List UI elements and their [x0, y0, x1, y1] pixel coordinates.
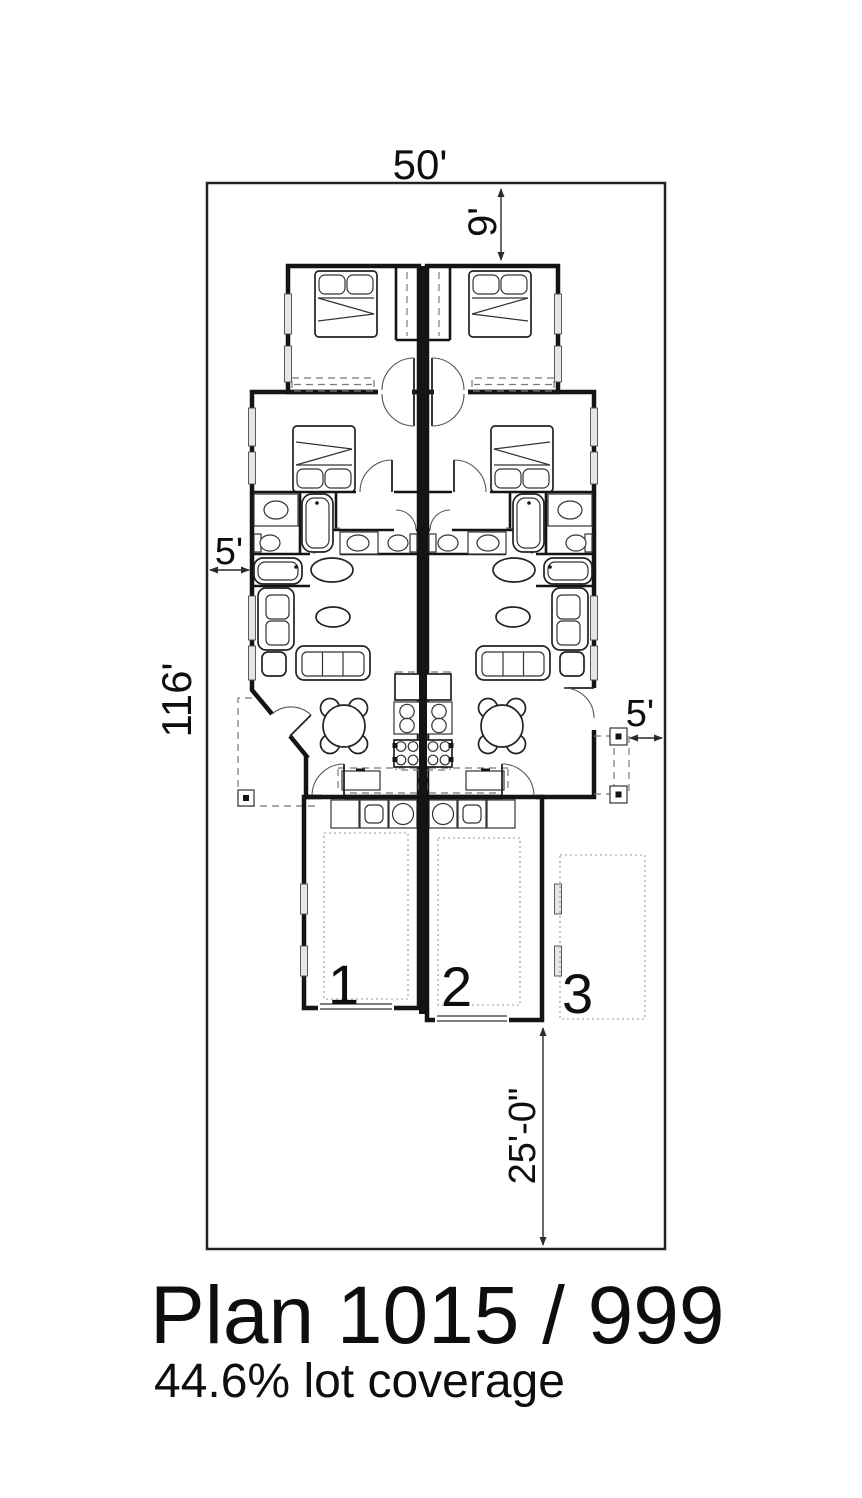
party-wall — [419, 266, 427, 1014]
lot-width-label: 50' — [393, 141, 448, 188]
parking-space-1-label: 1 — [328, 953, 359, 1016]
lot-boundary — [205, 181, 667, 1251]
lot-depth-label: 116' — [153, 663, 200, 738]
parking-pad-1 — [323, 832, 409, 1000]
front-setback-label: 9' — [461, 207, 505, 237]
dim-rear-parking: 25'-0" — [502, 1027, 547, 1246]
entry-bay-left — [246, 684, 322, 801]
lot-coverage-subtitle: 44.6% lot coverage — [154, 1355, 565, 1408]
dim-side-setback-left: 5' — [209, 531, 250, 574]
garage-2 — [424, 794, 562, 1025]
parking-pad-3 — [559, 854, 646, 1020]
porch-left — [237, 697, 318, 807]
right-setback-label: 5' — [626, 693, 654, 735]
garage-door-2 — [437, 1015, 507, 1022]
dim-side-setback-right: 5' — [626, 693, 663, 742]
left-setback-label: 5' — [215, 531, 243, 573]
garage-door-1 — [320, 1003, 392, 1010]
rear-parking-label: 25'-0" — [502, 1088, 544, 1185]
plan-title: Plan 1015 / 999 — [150, 1270, 724, 1361]
parking-space-3-label: 3 — [562, 962, 593, 1025]
dim-lot-depth: 116' — [153, 663, 200, 738]
garage-1 — [300, 794, 422, 1013]
parking-pad-2 — [437, 837, 521, 1006]
dim-lot-width: 50' — [393, 141, 448, 188]
unit-right — [426, 266, 598, 828]
entry-right — [563, 687, 630, 804]
parking-space-2-label: 2 — [441, 955, 472, 1018]
dim-front-setback: 9' — [461, 188, 505, 261]
